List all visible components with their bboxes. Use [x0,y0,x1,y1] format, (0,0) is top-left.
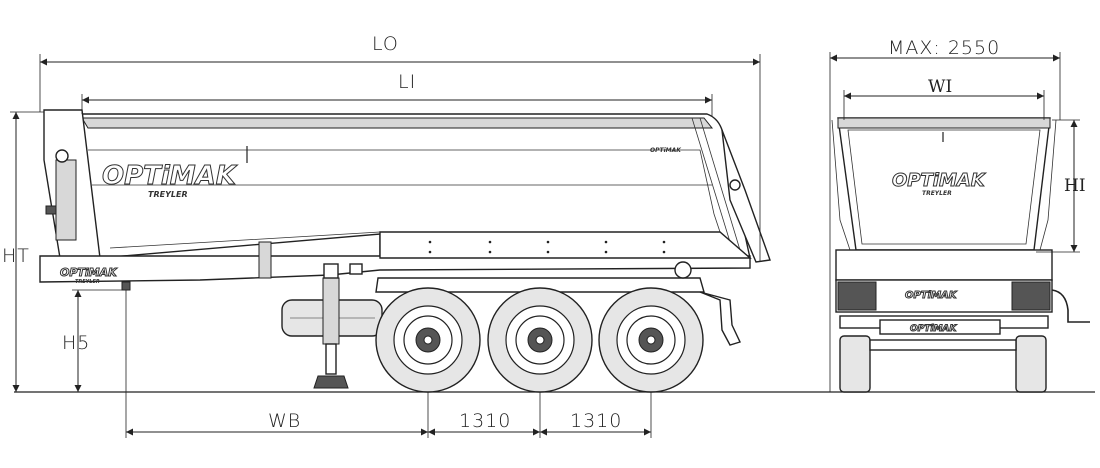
rear-handle [1051,289,1090,323]
cylinder-pivot [55,149,69,163]
body-logo-sub: TREYLER [148,190,188,199]
rear-body-logo: OPTiMAK [892,170,987,191]
dimension-label-li: LI [398,71,416,93]
rear-tire-left [839,335,871,393]
dimension-label-wi: WI [928,77,952,97]
dimension-label-lo: LO [372,33,399,55]
wheel-axle-2 [487,287,593,393]
hydraulic-cylinder [55,159,77,241]
rear-view: OPTiMAK TREYLER OPTiMAK OPTiMAK MAX: 255… [829,37,1090,393]
chassis-logo: OPTiMAK [60,266,118,279]
rear-light [674,261,692,279]
rear-frame-logo: OPTiMAK [905,290,958,301]
rear-axle [869,339,1017,351]
king-pin [121,281,131,291]
landing-gear-foot [313,375,349,389]
rear-bumper [699,291,741,346]
frame-bracket [258,241,272,279]
gate-hinge [729,179,741,191]
wheel-axle-1 [375,287,481,393]
dimension-label-axle-spacing-2: 1310 [570,410,622,432]
landing-gear-leg [322,277,340,345]
dimension-label-ht: HT [2,245,30,267]
rear-light-left [837,281,877,311]
subframe [379,231,752,259]
rear-tire-right [1015,335,1047,393]
dimension-label-hi: HI [1064,176,1086,196]
dimension-label-h5: H5 [62,332,90,354]
dimension-label-axle-spacing-1: 1310 [459,410,511,432]
rear-body-logo-sub: TREYLER [922,190,952,197]
tail-gate [721,129,771,263]
rear-frame [835,249,1053,281]
rear-light-right [1011,281,1051,311]
wheel-axle-3 [598,287,704,393]
body-small-logo: OPTiMAK [650,147,682,154]
dimension-label-max-width: MAX: 2550 [888,37,1000,59]
dimension-label-wb: WB [268,410,301,432]
dump-body-top-rail [81,117,714,129]
rear-bumper-logo: OPTiMAK [910,324,957,334]
subframe-rivets [428,240,666,254]
body-logo: OPTiMAK [102,161,238,191]
side-view: OPTiMAK TREYLER OPTiMAK OPTiMAK TREYLER [2,33,1095,438]
mudguard [375,277,705,293]
chassis-logo-sub: TREYLER [75,279,100,285]
